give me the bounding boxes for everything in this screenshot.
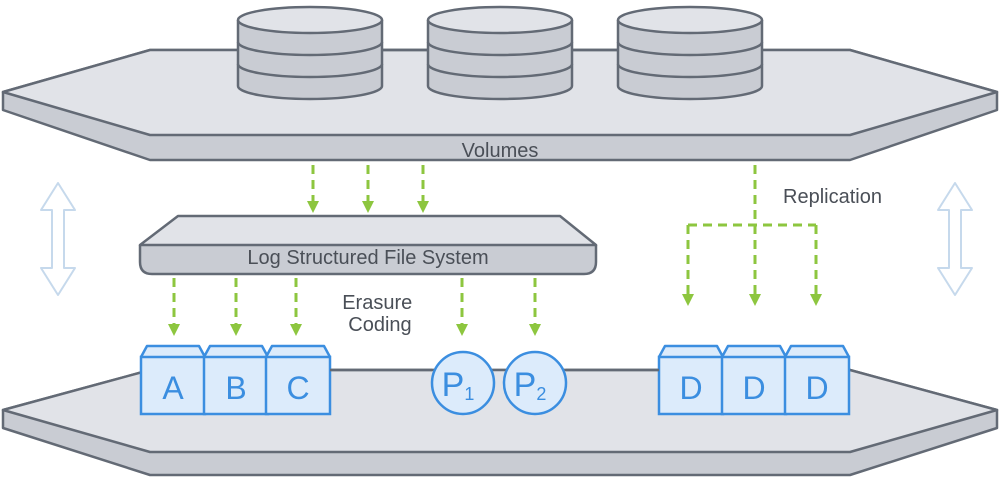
replication-label: Replication bbox=[783, 186, 882, 208]
block-letter: C bbox=[286, 370, 309, 406]
block-letter: D bbox=[679, 370, 702, 406]
data-block-c: C bbox=[264, 344, 332, 416]
database-icon bbox=[426, 5, 574, 101]
erasure-label-line1: Erasure bbox=[342, 292, 412, 314]
block-letter: D bbox=[742, 370, 765, 406]
bidirectional-arrow-icon bbox=[40, 182, 76, 296]
replica-block: D bbox=[783, 344, 851, 416]
log-structured-fs-slab bbox=[138, 214, 598, 276]
block-letter: D bbox=[805, 370, 828, 406]
parity-block-p2: P2 bbox=[502, 350, 568, 416]
parity-subscript: 2 bbox=[536, 384, 546, 404]
database-icon bbox=[236, 5, 384, 101]
replica-block: D bbox=[720, 344, 788, 416]
block-letter: B bbox=[225, 370, 246, 406]
parity-subscript: 1 bbox=[464, 384, 474, 404]
parity-block-p1: P1 bbox=[430, 350, 496, 416]
write-arrows bbox=[307, 165, 429, 213]
erasure-label-line2: Coding bbox=[348, 314, 411, 336]
block-letter: A bbox=[162, 370, 184, 406]
erasure-arrows bbox=[168, 278, 541, 336]
replication-arrows bbox=[682, 165, 822, 306]
replica-block: D bbox=[657, 344, 725, 416]
replica-blocks: D D D bbox=[657, 344, 851, 416]
volumes-label: Volumes bbox=[462, 140, 539, 162]
data-block-b: B bbox=[202, 344, 270, 416]
data-blocks: A B C bbox=[139, 344, 332, 416]
parity-letter: P1 bbox=[442, 366, 475, 404]
database-icon bbox=[616, 5, 764, 101]
erasure-coding-label: Erasure Coding bbox=[342, 292, 418, 336]
data-block-a: A bbox=[139, 344, 207, 416]
parity-blocks: P1 P2 bbox=[430, 350, 568, 416]
bidirectional-arrow-icon bbox=[937, 182, 973, 296]
parity-letter: P2 bbox=[514, 366, 547, 404]
log-structured-fs-label: Log Structured File System bbox=[247, 247, 488, 269]
